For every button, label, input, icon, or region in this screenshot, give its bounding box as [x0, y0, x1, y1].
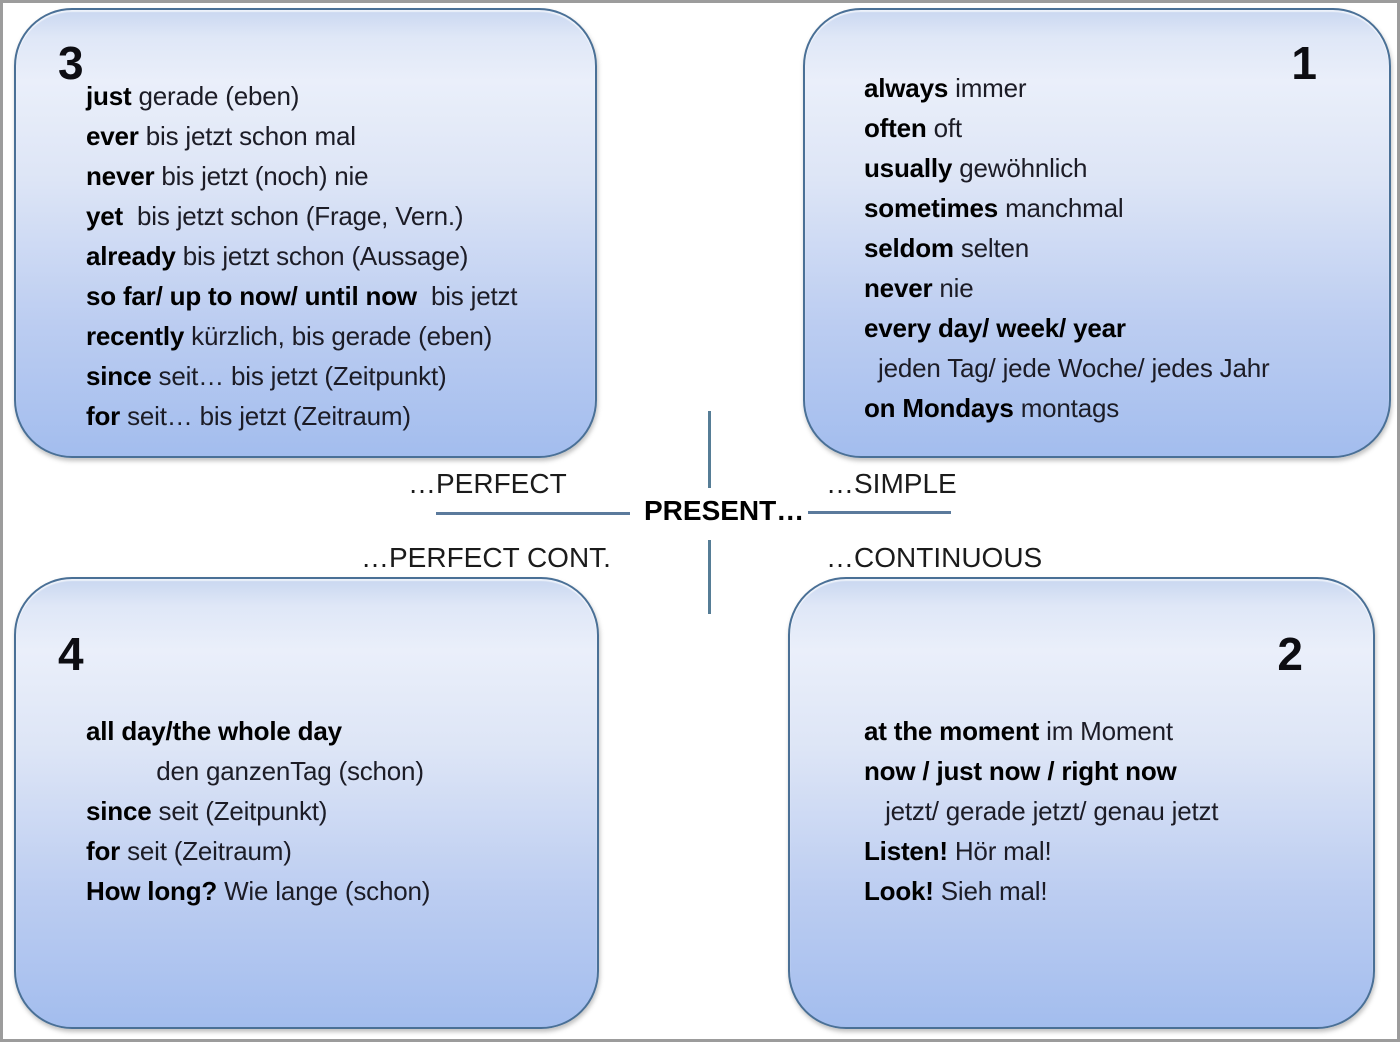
axis-horizontal-right: [808, 511, 951, 514]
signal-words-list: always immer often oft usually gewöhnlich s…: [805, 68, 1389, 428]
signal-word-line: for seit… bis jetzt (Zeitraum): [86, 401, 411, 431]
quadrant-number: 4: [58, 628, 84, 680]
signal-word-line: sometimes manchmal: [864, 193, 1124, 223]
label-continuous: …CONTINUOUS: [826, 542, 1043, 573]
signal-word-line: usually gewöhnlich: [864, 153, 1088, 183]
axis-horizontal-left: [436, 512, 630, 515]
quadrant-present-simple: 1 always immer often oft usually gewöhnlic…: [803, 8, 1391, 458]
signal-word-line: already bis jetzt schon (Aussage): [86, 241, 469, 271]
signal-word-line: often oft: [864, 113, 962, 143]
quadrant-present-perfect: 3 just gerade (eben) ever bis jetzt schon…: [14, 8, 597, 458]
signal-word-line: jeden Tag/ jede Woche/ jedes Jahr: [864, 353, 1270, 383]
signal-word-line: Listen! Hör mal!: [864, 836, 1052, 866]
signal-word-line: now / just now / right now: [864, 756, 1177, 786]
label-perfect: …PERFECT: [408, 468, 567, 499]
signal-word-line: since seit (Zeitpunkt): [86, 796, 328, 826]
signal-words-list: all day/the whole day den ganzenTag (sch…: [16, 711, 597, 911]
signal-word-line: How long? Wie lange (schon): [86, 876, 431, 906]
label-simple: …SIMPLE: [826, 468, 957, 499]
signal-words-list: just gerade (eben) ever bis jetzt schon m…: [16, 76, 595, 436]
quadrant-present-continuous: 2 at the moment im Moment now / just now …: [788, 577, 1375, 1029]
signal-word-line: never bis jetzt (noch) nie: [86, 161, 369, 191]
quadrant-number: 1: [1291, 37, 1317, 89]
quadrant-present-perfect-continuous: 4 all day/the whole day den ganzenTag (s…: [14, 577, 599, 1029]
signal-word-line: den ganzenTag (schon): [86, 756, 424, 786]
signal-word-line: every day/ week/ year: [864, 313, 1126, 343]
signal-word-line: never nie: [864, 273, 974, 303]
signal-word-line: yet bis jetzt schon (Frage, Vern.): [86, 201, 464, 231]
signal-word-line: Look! Sieh mal!: [864, 876, 1048, 906]
signal-word-line: recently kürzlich, bis gerade (eben): [86, 321, 493, 351]
signal-word-line: always immer: [864, 73, 1027, 103]
signal-word-line: since seit… bis jetzt (Zeitpunkt): [86, 361, 447, 391]
signal-words-list: at the moment im Moment now / just now / …: [790, 711, 1373, 911]
quadrant-number: 2: [1277, 628, 1303, 680]
signal-word-line: jetzt/ gerade jetzt/ genau jetzt: [864, 796, 1219, 826]
signal-word-line: on Mondays montags: [864, 393, 1120, 423]
hub-label: PRESENT…: [644, 495, 805, 526]
signal-word-line: ever bis jetzt schon mal: [86, 121, 356, 151]
signal-word-line: seldom selten: [864, 233, 1030, 263]
quadrant-number: 3: [58, 37, 84, 89]
signal-word-line: so far/ up to now/ until now bis jetzt: [86, 281, 518, 311]
axis-vertical-upper: [708, 411, 711, 488]
signal-word-line: for seit (Zeitraum): [86, 836, 292, 866]
signal-word-line: just gerade (eben): [86, 81, 300, 111]
axis-vertical-lower: [708, 540, 711, 614]
label-perfect-cont: …PERFECT CONT.: [361, 542, 611, 573]
signal-word-line: all day/the whole day: [86, 716, 342, 746]
signal-word-line: at the moment im Moment: [864, 716, 1173, 746]
